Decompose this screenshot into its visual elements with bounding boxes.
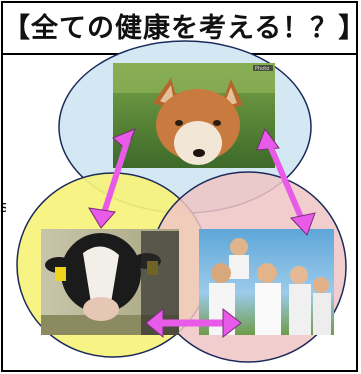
relation-arrows xyxy=(88,127,316,339)
fox-photo: Photo xyxy=(113,63,275,168)
diagram-title: 【全ての健康を考える！？】 xyxy=(3,13,358,44)
arrow-fox-family xyxy=(256,127,316,236)
photo-stamp: Photo xyxy=(255,66,269,72)
venn-diagram: Photo xyxy=(16,40,347,363)
family-photo xyxy=(199,229,334,335)
side-glyph: s xyxy=(0,197,6,216)
arrow-fox-cow xyxy=(88,128,136,229)
arrow-cow-family xyxy=(145,307,242,339)
